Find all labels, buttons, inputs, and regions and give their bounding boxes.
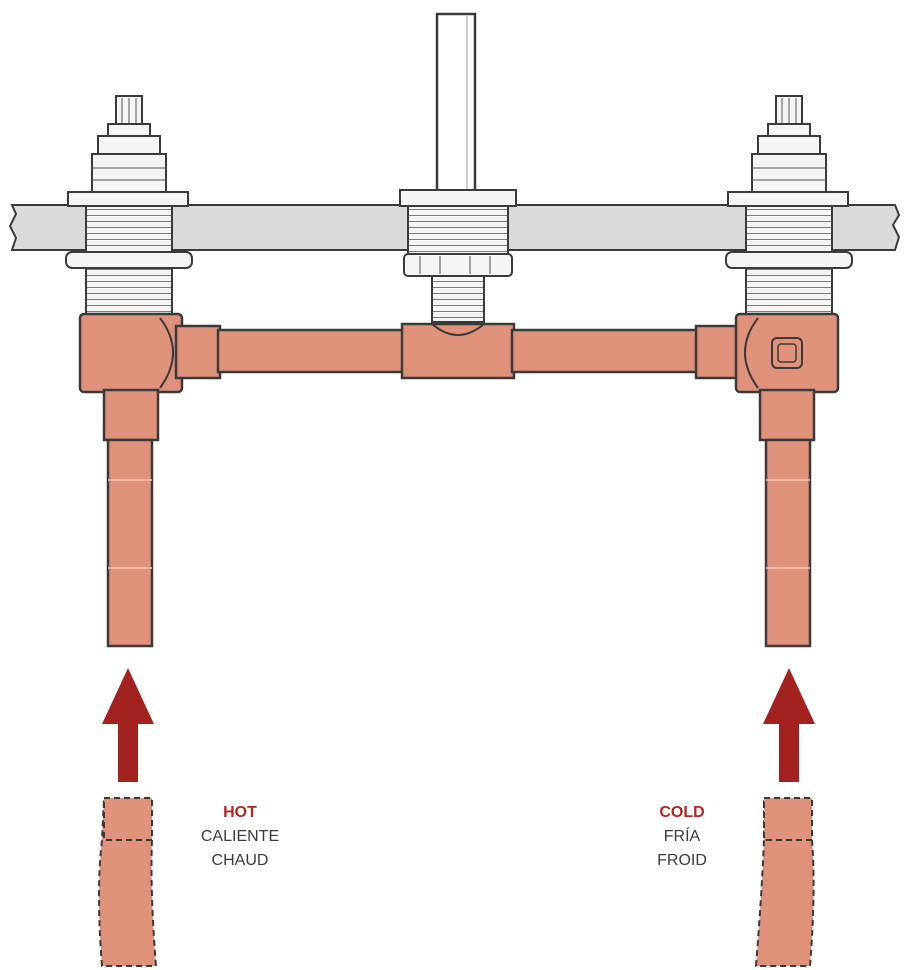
hot-valve [65, 95, 193, 648]
hot-label-french: CHAUD [211, 852, 269, 869]
hot-supply-hose [98, 797, 158, 967]
cold-label-french: FROID [657, 852, 707, 869]
cold-label-spanish: FRÍA [663, 828, 701, 845]
cold-label-group: COLD FRÍA FROID [632, 801, 732, 873]
cold-label: COLD [659, 804, 705, 821]
hot-label-spanish: CALIENTE [200, 828, 280, 845]
hot-up-arrow-icon [102, 668, 154, 782]
cold-valve [725, 95, 853, 648]
hot-label-group: HOT CALIENTE CHAUD [190, 801, 290, 873]
center-connector [399, 189, 517, 323]
cold-up-arrow-icon [763, 668, 815, 782]
hot-label: HOT [223, 804, 257, 821]
cross-pipe [174, 322, 742, 380]
cold-supply-hose [754, 797, 815, 967]
spout-tube [435, 12, 477, 196]
